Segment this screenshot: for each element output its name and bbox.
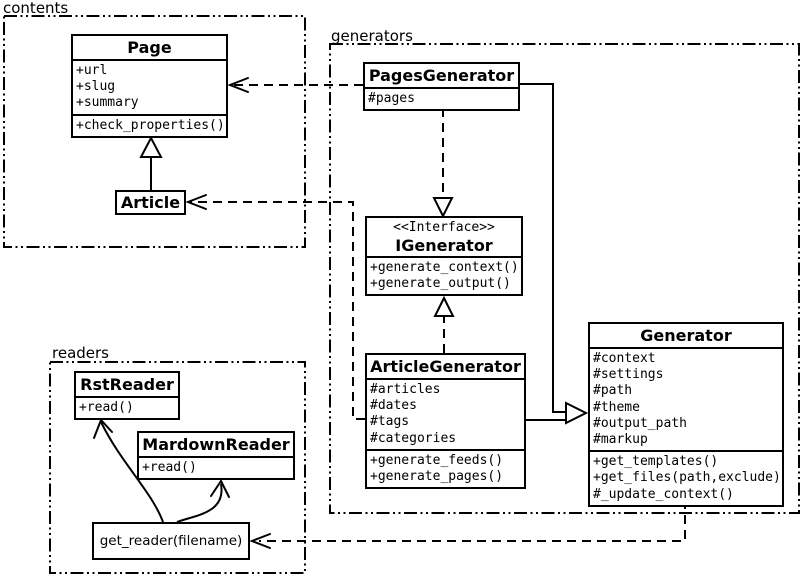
attributes-section: #context #settings #path #theme #output_… bbox=[590, 347, 782, 450]
edge-pagesgenerator-depends-page bbox=[227, 77, 363, 93]
attribute: #settings bbox=[593, 367, 664, 383]
package-label-contents: contents bbox=[3, 0, 69, 17]
hollow-triangle-icon bbox=[139, 135, 163, 158]
attribute: #tags bbox=[370, 414, 410, 430]
edge-generator-depends-getreader bbox=[249, 500, 686, 549]
edge-pagesgenerator-realizes-igenerator bbox=[432, 108, 454, 219]
edge-line-pagesgenerator bbox=[520, 83, 566, 413]
hollow-triangle-icon bbox=[432, 197, 454, 219]
class-articlegenerator: ArticleGenerator #articles #dates #tags … bbox=[365, 353, 526, 490]
function-get-reader: get_reader(filename) bbox=[92, 522, 250, 560]
methods-section: +read() bbox=[76, 396, 178, 418]
method: +read() bbox=[79, 400, 134, 415]
method: +get_templates() bbox=[593, 454, 719, 470]
attribute: #context bbox=[593, 351, 656, 366]
edge-line bbox=[190, 201, 365, 420]
class-title: Page bbox=[127, 38, 172, 57]
attribute: #theme bbox=[593, 399, 640, 415]
attribute: #articles bbox=[370, 382, 441, 397]
package-label-generators: generators bbox=[331, 27, 413, 45]
class-title: ArticleGenerator bbox=[370, 357, 521, 376]
class-igenerator: <<Interface>> IGenerator +generate_conte… bbox=[365, 216, 523, 297]
open-arrowhead-icon bbox=[227, 77, 249, 93]
attribute: #markup bbox=[593, 431, 648, 447]
attribute: #categories bbox=[370, 430, 457, 446]
method: +generate_feeds() bbox=[370, 452, 504, 468]
package-readers-border bbox=[49, 361, 306, 574]
method: +generate_output() bbox=[370, 276, 511, 292]
class-title: PagesGenerator bbox=[368, 66, 515, 85]
class-title: Generator bbox=[640, 326, 732, 345]
class-markdownreader: MardownReader +read() bbox=[137, 431, 295, 481]
function-label: get_reader(filename) bbox=[99, 533, 243, 549]
method: +get_files(path,exclude) bbox=[593, 470, 781, 486]
method: +generate_pages() bbox=[370, 468, 504, 484]
attribute: #dates bbox=[370, 398, 417, 414]
attribute: +summary bbox=[76, 95, 139, 111]
methods-section: +get_templates() +get_files(path,exclude… bbox=[590, 450, 782, 505]
method: +generate_context() bbox=[370, 260, 519, 275]
attribute: +slug bbox=[76, 79, 116, 95]
class-rstreader: RstReader +read() bbox=[74, 371, 180, 421]
package-label-readers: readers bbox=[52, 344, 109, 362]
package-generators-border bbox=[329, 43, 800, 514]
method: #_update_context() bbox=[593, 486, 734, 502]
open-arrowhead-icon bbox=[249, 533, 271, 549]
attributes-section: +url +slug +summary bbox=[73, 59, 226, 114]
edge-articlegenerator-realizes-igenerator bbox=[433, 295, 455, 353]
class-title: RstReader bbox=[80, 375, 174, 394]
class-title: IGenerator bbox=[395, 236, 493, 255]
edge-curve bbox=[176, 483, 223, 523]
stereotype: <<Interface>> bbox=[393, 220, 495, 235]
hollow-triangle-icon bbox=[433, 295, 455, 317]
edge-articlegenerator-depends-article bbox=[185, 194, 365, 420]
methods-section: +generate_context() +generate_output() bbox=[367, 256, 521, 294]
attribute: +url bbox=[76, 63, 108, 78]
class-title: MardownReader bbox=[142, 435, 290, 454]
edge-getreader-to-markdownreader bbox=[176, 479, 230, 523]
class-generator: Generator #context #settings #path #them… bbox=[588, 322, 784, 507]
attribute: #output_path bbox=[593, 415, 687, 431]
methods-section: +read() bbox=[139, 456, 293, 478]
class-article: Article bbox=[115, 190, 186, 215]
edge-article-extends-page bbox=[139, 135, 163, 190]
package-contents-border bbox=[3, 15, 306, 248]
edge-generators-extend-generator bbox=[520, 83, 589, 425]
edge-curve bbox=[100, 421, 164, 523]
class-title: Article bbox=[120, 193, 181, 212]
attributes-section: #pages bbox=[365, 87, 518, 109]
class-pagesgenerator: PagesGenerator #pages bbox=[363, 62, 520, 112]
attribute: #pages bbox=[368, 91, 415, 106]
attributes-section: #articles #dates #tags #categories bbox=[367, 378, 524, 449]
method: +check_properties() bbox=[76, 117, 225, 133]
open-arrowhead-icon bbox=[185, 194, 207, 210]
attribute: #path bbox=[593, 383, 633, 399]
hollow-triangle-icon bbox=[565, 401, 589, 425]
methods-section: +check_properties() bbox=[73, 113, 226, 136]
open-arrowhead-icon bbox=[210, 479, 230, 498]
class-page: Page +url +slug +summary +check_properti… bbox=[71, 34, 228, 138]
methods-section: +generate_feeds() +generate_pages() bbox=[367, 448, 524, 487]
method: +read() bbox=[142, 460, 197, 475]
